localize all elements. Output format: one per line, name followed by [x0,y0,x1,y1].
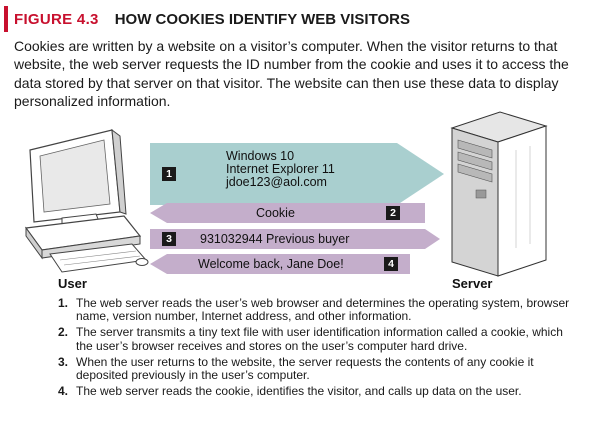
server-tower-icon [450,111,548,277]
step-item: 4. The web server reads the cookie, iden… [58,385,578,398]
step-item: 3. When the user returns to the website,… [58,354,578,383]
step-text: The web server reads the cookie, identif… [76,384,522,399]
step-4-badge: 4 [384,257,398,271]
step-text: When the user returns to the website, th… [76,354,534,383]
step-text: The web server reads the user’s web brow… [76,296,570,324]
step-2-badge: 2 [386,206,400,220]
step-number: 1. [58,296,69,310]
step-item: 2. The server transmits a tiny text file… [58,325,578,353]
step-1-badge: 1 [162,167,176,181]
arrow-2-label: Cookie [256,206,295,220]
computer-icon [24,128,149,273]
step-number: 2. [58,325,69,340]
figure-title: HOW COOKIES IDENTIFY WEB VISITORS [114,10,410,28]
arrow-1-line-3: jdoe123@aol.com [226,175,327,189]
arrow-1-line-2: Internet Explorer 11 [226,162,335,176]
intro-paragraph: Cookies are written by a website on a vi… [14,38,569,110]
step-number: 3. [58,354,69,369]
figure-label: FIGURE 4.3 [14,10,99,28]
figure-header: FIGURE 4.3 HOW COOKIES IDENTIFY WEB VISI… [4,6,410,32]
arrow-3-label: 931032944 Previous buyer [200,232,350,246]
arrow-1-line-1: Windows 10 [226,149,295,163]
step-item: 1. The web server reads the user’s web b… [58,296,578,324]
arrow-4-label: Welcome back, Jane Doe! [198,257,344,271]
server-label: Server [452,276,493,291]
steps-list: 1. The web server reads the user’s web b… [58,296,578,401]
user-label: User [58,276,87,291]
step-text: The server transmits a tiny text file wi… [76,325,563,353]
step-number: 4. [58,384,69,399]
step-3-badge: 3 [162,232,176,246]
